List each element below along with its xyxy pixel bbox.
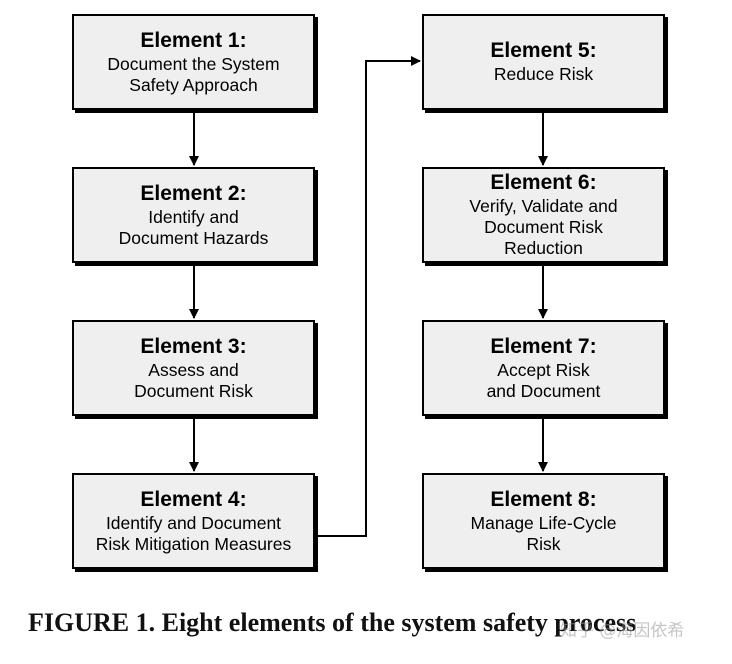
element-6-box: Element 6: Verify, Validate and Document…	[422, 167, 665, 263]
element-1-box: Element 1: Document the System Safety Ap…	[72, 14, 315, 110]
element-4-box: Element 4: Identify and Document Risk Mi…	[72, 473, 315, 569]
figure-caption: FIGURE 1. Eight elements of the system s…	[28, 608, 637, 637]
element-2-line-2: Document Hazards	[118, 227, 269, 248]
element-8-line-2: Risk	[526, 533, 561, 554]
element-2-line-1: Identify and	[148, 206, 239, 227]
element-3-line-1: Assess and	[148, 359, 239, 380]
element-4-title: Element 4:	[140, 487, 247, 511]
element-3-box: Element 3: Assess and Document Risk	[72, 320, 315, 416]
arrow-4-to-5	[317, 56, 421, 537]
element-6-line-3: Reduction	[504, 238, 583, 258]
element-8-box: Element 8: Manage Life-Cycle Risk	[422, 473, 665, 569]
element-6-line-1: Verify, Validate and	[469, 196, 618, 216]
element-7-line-2: and Document	[486, 380, 601, 401]
element-7-line-1: Accept Risk	[497, 359, 590, 380]
element-1-line-1: Document the System	[107, 53, 280, 74]
element-6-line-2: Document Risk	[484, 217, 603, 237]
element-3-line-2: Document Risk	[134, 380, 253, 401]
element-7-title: Element 7:	[490, 334, 597, 358]
element-1-title: Element 1:	[140, 28, 247, 52]
element-4-line-2: Risk Mitigation Measures	[95, 533, 292, 554]
element-6-title: Element 6:	[490, 171, 597, 194]
watermark: 知乎 @海因依希	[560, 621, 685, 641]
element-1-line-2: Safety Approach	[129, 74, 258, 95]
element-3-title: Element 3:	[140, 334, 247, 358]
element-2-box: Element 2: Identify and Document Hazards	[72, 167, 315, 263]
element-4-line-1: Identify and Document	[105, 512, 282, 533]
element-5-title: Element 5:	[490, 39, 597, 62]
element-5-line-1: Reduce Risk	[493, 64, 594, 84]
element-2-title: Element 2:	[140, 181, 247, 205]
element-5-box: Element 5: Reduce Risk	[422, 14, 665, 110]
element-8-title: Element 8:	[490, 487, 597, 511]
element-7-box: Element 7: Accept Risk and Document	[422, 320, 665, 416]
element-8-line-1: Manage Life-Cycle	[470, 512, 617, 533]
